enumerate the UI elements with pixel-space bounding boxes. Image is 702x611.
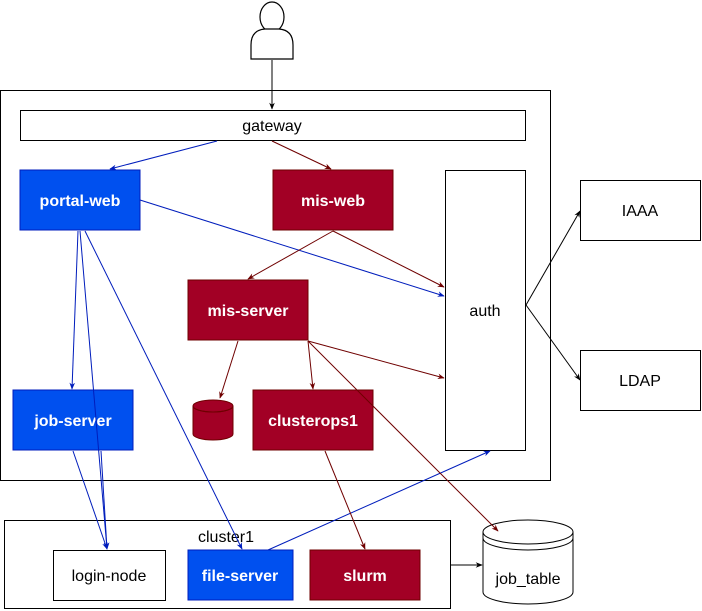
gateway-label: gateway (242, 118, 302, 135)
mis-server-label: mis-server (208, 303, 289, 320)
edge-portalweb-jobserver (69, 230, 79, 390)
auth-label: auth (469, 303, 500, 320)
mis-server-node[interactable] (187, 279, 309, 341)
edge-portalweb-auth (139, 199, 445, 297)
gateway-box[interactable] (20, 110, 526, 141)
blue-edges (69, 140, 491, 551)
edge-misserver-db (219, 340, 239, 399)
edge-misserver-clusterops1 (307, 340, 316, 390)
edge-portalweb-loginnode (79, 230, 110, 550)
edge-auth-iaaa (525, 210, 581, 306)
file-server-label: file-server (202, 568, 279, 585)
portal-web-node[interactable] (19, 169, 141, 231)
ldap-label: LDAP (619, 373, 661, 390)
slurm-label: slurm (343, 568, 387, 585)
edge-misserver-jobtable (307, 340, 499, 532)
edge-misweb-auth (332, 230, 445, 288)
login-node-box[interactable] (53, 550, 166, 601)
slurm-node[interactable] (309, 549, 421, 601)
edge-misweb-misserver (247, 230, 334, 280)
iaaa-node[interactable] (580, 180, 701, 241)
person-icon (250, 1, 294, 60)
edge-portalweb-fileserver (84, 230, 243, 550)
edge-gateway-portalweb (109, 140, 218, 171)
job-server-node[interactable] (12, 389, 134, 451)
cluster1-label: cluster1 (198, 529, 254, 546)
job-table-label: job_table (495, 571, 561, 588)
mis-web-node[interactable] (272, 169, 394, 231)
black-edges (269, 60, 581, 568)
edge-gateway-misweb (271, 140, 332, 170)
clusterops1-node[interactable] (252, 389, 374, 451)
clusterops1-label: clusterops1 (268, 413, 358, 430)
ldap-node[interactable] (580, 350, 701, 411)
edge-fileserver-auth (267, 450, 491, 551)
mis-web-label: mis-web (301, 193, 365, 210)
red-edges (219, 140, 499, 550)
portal-web-label: portal-web (40, 193, 121, 210)
edge-clusterops1-slurm (324, 450, 366, 550)
job-server-label: job-server (33, 413, 111, 430)
edge-misserver-auth (307, 340, 445, 380)
iaaa-label: IAAA (622, 203, 659, 220)
auth-node[interactable] (445, 170, 526, 451)
job-table-cylinder[interactable] (482, 519, 574, 605)
edge-auth-ldap (525, 304, 581, 381)
edge-jobserver-loginnode-2 (100, 450, 110, 550)
edge-jobserver-loginnode (72, 450, 108, 550)
file-server-node[interactable] (187, 549, 294, 601)
login-node-label: login-node (72, 568, 147, 585)
cylinder-icon (192, 399, 234, 441)
